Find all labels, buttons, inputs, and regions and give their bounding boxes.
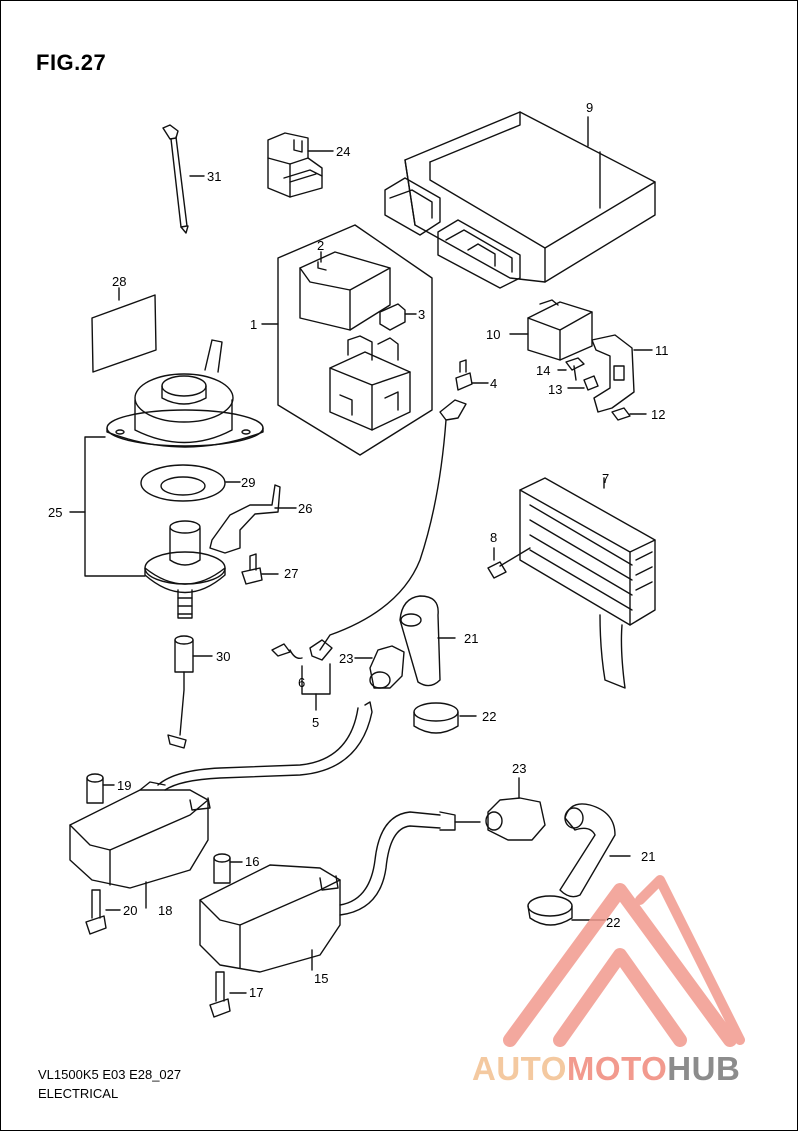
callout-18: 18 — [158, 903, 173, 918]
figure-title: FIG.27 — [36, 50, 107, 75]
callout-24: 24 — [336, 144, 351, 159]
callout-11: 11 — [655, 343, 669, 358]
callout-22-lower: 22 — [606, 915, 621, 930]
callout-5: 5 — [312, 715, 320, 730]
callout-22-upper: 22 — [482, 709, 497, 724]
callout-17: 17 — [249, 985, 264, 1000]
callout-4: 4 — [490, 376, 498, 391]
callout-9: 9 — [586, 100, 594, 115]
part-15-ignition-coil — [199, 811, 481, 1018]
callout-3: 3 — [418, 307, 426, 322]
callout-28: 28 — [112, 274, 127, 289]
diagram-name: ELECTRICAL — [38, 1086, 119, 1101]
callout-10: 10 — [486, 327, 501, 342]
watermark-text: AUTOMOTOHUB — [472, 1050, 740, 1088]
callout-6: 6 — [298, 675, 306, 690]
watermark-moto: MOTO — [566, 1050, 668, 1087]
part-1-relay-kit — [261, 224, 433, 456]
callout-12: 12 — [651, 407, 666, 422]
part-21-hose-upper — [399, 595, 456, 687]
callout-8: 8 — [490, 530, 498, 545]
watermark-auto: AUTO — [472, 1050, 567, 1087]
callout-30: 30 — [216, 649, 231, 664]
part-7-regulator — [487, 477, 656, 689]
callout-19: 19 — [117, 778, 132, 793]
part-14-screw — [557, 357, 585, 381]
watermark-hub: HUB — [667, 1050, 741, 1087]
callout-13: 13 — [548, 382, 563, 397]
part-28-label — [91, 287, 157, 373]
part-9-ecm — [384, 111, 656, 289]
part-11-bracket — [591, 334, 653, 413]
part-5-harness — [271, 359, 489, 711]
callout-31: 31 — [207, 169, 222, 184]
part-18-ignition-coil — [69, 701, 373, 935]
callout-29: 29 — [241, 475, 256, 490]
part-24-connector — [267, 132, 334, 198]
part-23-cap-lower — [485, 777, 546, 841]
part-25-horn — [69, 339, 297, 749]
callout-7: 7 — [602, 471, 610, 486]
part-13-grommet — [567, 375, 599, 391]
callout-2: 2 — [317, 238, 325, 253]
part-21-hose-lower — [559, 803, 631, 898]
part-31-cable-tie — [162, 124, 205, 234]
callout-21-upper: 21 — [464, 631, 479, 646]
callout-27: 27 — [284, 566, 299, 581]
part-10-relay — [509, 299, 593, 361]
callout-20: 20 — [123, 903, 138, 918]
callout-26: 26 — [298, 501, 313, 516]
callout-23-lower: 23 — [512, 761, 527, 776]
part-22-ring-upper — [413, 702, 477, 734]
callout-15: 15 — [314, 971, 329, 986]
diagram-code: VL1500K5 E03 E28_027 — [38, 1067, 182, 1082]
callout-25: 25 — [48, 505, 63, 520]
watermark-logo — [503, 875, 745, 1047]
part-12-clip — [611, 407, 647, 421]
callout-23-upper: 23 — [339, 651, 354, 666]
callout-14: 14 — [536, 363, 551, 378]
callout-1: 1 — [250, 317, 258, 332]
callout-21-lower: 21 — [641, 849, 656, 864]
part-23-cap-upper — [354, 645, 405, 689]
callout-16: 16 — [245, 854, 260, 869]
